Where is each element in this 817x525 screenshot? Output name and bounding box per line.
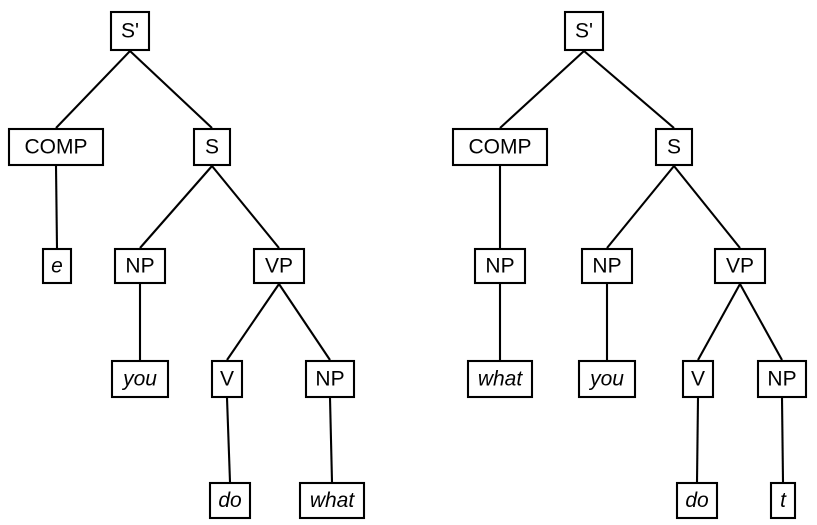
node-box-R_COMP <box>451 127 549 167</box>
node-label-R_V: V <box>691 368 705 391</box>
tree-node-L_S: S <box>192 127 232 167</box>
tree-edge-R_VP-to-R_NP2 <box>739 283 783 361</box>
tree-node-L_Sbar: S' <box>109 10 151 52</box>
tree-node-R_NP0: NP <box>473 247 527 285</box>
node-box-R_you <box>577 359 637 399</box>
surface-structure-tree-nodes: S' COMP S NP NP VP what you V NP do t <box>451 10 808 520</box>
node-box-R_V <box>681 359 715 399</box>
node-label-L_NP1: NP <box>125 255 154 278</box>
node-label-L_VP: VP <box>265 255 293 278</box>
node-label-R_NP2: NP <box>767 368 796 391</box>
deep-structure-tree-edges <box>54 50 334 483</box>
tree-node-L_COMP: COMP <box>7 127 105 167</box>
node-label-R_Sbar: S' <box>575 20 593 43</box>
node-label-R_NP1: NP <box>592 255 621 278</box>
tree-node-L_NP1: NP <box>113 247 167 285</box>
node-box-R_t <box>769 481 797 520</box>
node-label-R_NP0: NP <box>485 255 514 278</box>
node-label-R_VP: VP <box>726 255 754 278</box>
tree-edge-R_S-to-R_NP1 <box>606 165 675 249</box>
tree-node-R_t: t <box>769 481 797 520</box>
node-box-L_Sbar <box>109 10 151 52</box>
tree-edge-L_COMP-to-L_e <box>54 165 59 249</box>
tree-node-R_NP1: NP <box>580 247 634 285</box>
tree-edge-R_NP2-to-R_t <box>780 397 785 483</box>
node-label-R_t: t <box>780 489 787 512</box>
node-box-R_do <box>675 481 719 520</box>
tree-edge-L_S-to-L_NP1 <box>139 165 213 249</box>
node-box-R_NP1 <box>580 247 634 285</box>
tree-edge-R_Sbar-to-R_S <box>583 50 675 129</box>
node-label-L_you: you <box>121 368 157 391</box>
tree-node-R_Sbar: S' <box>563 10 605 52</box>
tree-node-R_do: do <box>675 481 719 520</box>
node-box-L_you <box>110 359 170 399</box>
tree-edge-L_NP2-to-L_what <box>328 397 334 483</box>
tree-node-R_you: you <box>577 359 637 399</box>
tree-edge-L_VP-to-L_V <box>226 283 280 361</box>
tree-node-L_do: do <box>208 481 252 520</box>
node-box-L_NP1 <box>113 247 167 285</box>
tree-edge-L_VP-to-L_NP2 <box>278 283 331 361</box>
tree-node-R_what: what <box>466 359 534 399</box>
node-box-R_S <box>654 127 694 167</box>
node-label-R_COMP: COMP <box>469 136 532 159</box>
tree-node-L_what: what <box>298 481 366 520</box>
node-box-R_VP <box>713 247 767 285</box>
tree-edge-L_Sbar-to-L_S <box>129 50 213 129</box>
tree-node-L_e: e <box>41 247 73 285</box>
tree-node-R_NP2: NP <box>756 359 808 399</box>
node-box-R_NP2 <box>756 359 808 399</box>
node-box-R_what <box>466 359 534 399</box>
node-label-L_NP2: NP <box>315 368 344 391</box>
tree-edge-L_S-to-L_VP <box>211 165 280 249</box>
tree-node-R_VP: VP <box>713 247 767 285</box>
tree-node-L_V: V <box>210 359 244 399</box>
node-label-L_COMP: COMP <box>25 136 88 159</box>
node-label-L_e: e <box>51 255 63 278</box>
node-box-L_e <box>41 247 73 285</box>
tree-node-R_S: S <box>654 127 694 167</box>
node-box-L_COMP <box>7 127 105 167</box>
tree-node-L_VP: VP <box>252 247 306 285</box>
node-label-L_S: S <box>205 136 219 159</box>
tree-edge-L_Sbar-to-L_COMP <box>55 50 131 129</box>
tree-node-L_NP2: NP <box>304 359 356 399</box>
tree-node-R_COMP: COMP <box>451 127 549 167</box>
node-label-R_S: S <box>667 136 681 159</box>
tree-edge-R_Sbar-to-R_COMP <box>499 50 585 129</box>
node-box-L_NP2 <box>304 359 356 399</box>
tree-node-L_you: you <box>110 359 170 399</box>
node-label-L_do: do <box>218 489 242 512</box>
tree-node-R_V: V <box>681 359 715 399</box>
node-box-L_V <box>210 359 244 399</box>
tree-edge-R_VP-to-R_V <box>697 283 741 361</box>
tree-edge-L_V-to-L_do <box>225 397 232 483</box>
node-box-R_NP0 <box>473 247 527 285</box>
node-label-R_you: you <box>588 368 624 391</box>
node-box-L_VP <box>252 247 306 285</box>
tree-edge-R_V-to-R_do <box>695 397 700 483</box>
node-label-L_what: what <box>310 489 356 512</box>
node-box-R_Sbar <box>563 10 605 52</box>
surface-structure-tree-edges <box>498 50 785 483</box>
node-label-R_do: do <box>685 489 709 512</box>
node-box-L_what <box>298 481 366 520</box>
node-label-L_V: V <box>220 368 234 391</box>
node-label-R_what: what <box>478 368 524 391</box>
node-label-L_Sbar: S' <box>121 20 139 43</box>
node-box-L_do <box>208 481 252 520</box>
edges-layer <box>54 50 785 483</box>
node-box-L_S <box>192 127 232 167</box>
tree-edge-R_S-to-R_VP <box>673 165 741 249</box>
